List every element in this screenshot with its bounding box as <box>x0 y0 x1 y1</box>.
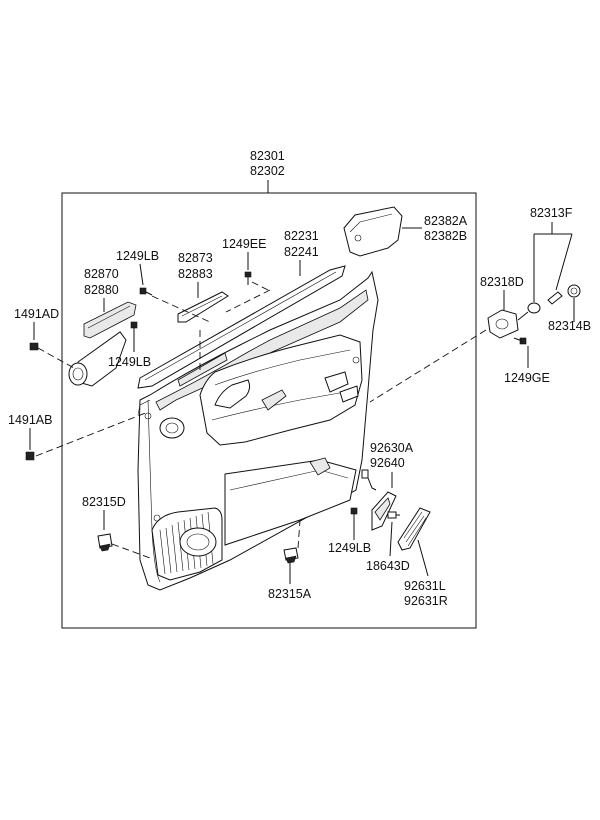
clip-1491ab <box>25 451 35 461</box>
upper-trim-strip <box>137 265 346 389</box>
label-1249LB-low: 1249LB <box>328 541 371 555</box>
label-1491AB: 1491AB <box>8 413 52 427</box>
label-18643D: 18643D <box>366 559 410 573</box>
label-82318D: 82318D <box>480 275 524 289</box>
bolt-1249lb-low <box>350 507 358 518</box>
label-1491AD: 1491AD <box>14 307 59 321</box>
door-trim-panel <box>137 270 379 591</box>
label-82231: 82231 <box>284 229 319 243</box>
bolt-1249ge <box>513 337 527 345</box>
bolt-1249lb-top <box>139 287 153 296</box>
clip-82315d <box>97 533 113 552</box>
label-82382A: 82382A <box>424 214 468 228</box>
grille-82870 <box>83 301 137 339</box>
bolt-1249lb-mid <box>130 321 138 336</box>
speaker-housing <box>68 331 127 387</box>
label-92631R: 92631R <box>404 594 448 608</box>
label-82302: 82302 <box>250 164 285 178</box>
courtesy-lamp-92630a <box>361 469 397 531</box>
label-82883: 82883 <box>178 267 213 281</box>
bulb-18643d <box>387 511 400 519</box>
clip-1491ad <box>29 342 39 351</box>
label-1249LB-mid: 1249LB <box>108 355 151 369</box>
label-92640: 92640 <box>370 456 405 470</box>
lamp-lens-92631l <box>397 507 431 551</box>
handle-cap <box>343 206 403 257</box>
clip-82315a <box>283 547 299 564</box>
diagram-frame <box>61 192 477 629</box>
cap-82314b <box>567 284 581 298</box>
door-pad <box>177 291 229 323</box>
label-1249GE: 1249GE <box>504 371 550 385</box>
screw-82313f <box>527 291 563 314</box>
label-82315A: 82315A <box>268 587 312 601</box>
label-82313F: 82313F <box>530 206 573 220</box>
label-82315D: 82315D <box>82 495 126 509</box>
label-82301: 82301 <box>250 149 285 163</box>
label-82314B: 82314B <box>548 319 591 333</box>
label-82382B: 82382B <box>424 229 467 243</box>
bracket-82318d <box>487 309 529 339</box>
label-1249EE: 1249EE <box>222 237 266 251</box>
label-92631L: 92631L <box>404 579 446 593</box>
bolt-1249ee <box>244 271 252 285</box>
label-92630A: 92630A <box>370 441 414 455</box>
label-82880: 82880 <box>84 283 119 297</box>
label-82870: 82870 <box>84 267 119 281</box>
label-1249LB-top: 1249LB <box>116 249 159 263</box>
label-82241: 82241 <box>284 245 319 259</box>
label-82873: 82873 <box>178 251 213 265</box>
